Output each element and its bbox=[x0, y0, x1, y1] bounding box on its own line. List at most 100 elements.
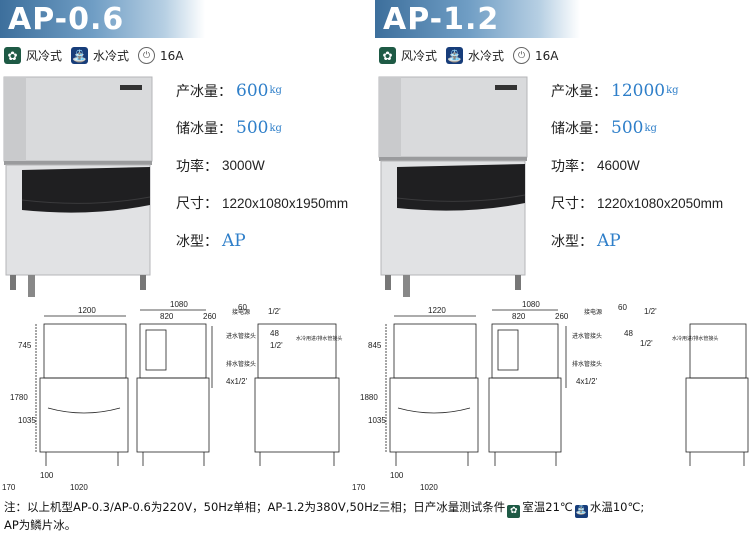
label-inlet: 进水管接头 bbox=[572, 332, 602, 340]
dim-side-b: 260 bbox=[555, 312, 569, 321]
dim-60: 60 bbox=[238, 303, 247, 312]
spec-row: 冰型：AP bbox=[551, 230, 621, 251]
dim-half-2: 1/2' bbox=[270, 341, 283, 350]
spec-label: 产冰量 bbox=[551, 83, 593, 100]
spec-unit: kg bbox=[269, 85, 282, 97]
air-cooled-label: 风冷式 bbox=[401, 49, 438, 63]
spec-value: 500 bbox=[236, 118, 269, 139]
dim-height-top: 845 bbox=[368, 341, 382, 350]
label-cooling: 水冷用进/排水管接头 bbox=[672, 335, 718, 342]
dim-half-1: 1/2' bbox=[644, 307, 657, 316]
dim-height-top: 745 bbox=[18, 341, 32, 350]
dim-foot-left: 170 bbox=[2, 483, 16, 492]
spec-label: 冰型 bbox=[551, 233, 579, 250]
spec-unit: kg bbox=[644, 122, 657, 134]
dim-48: 48 bbox=[624, 329, 633, 338]
fan-icon: ✿ bbox=[4, 47, 21, 64]
dim-half-2: 1/2' bbox=[640, 339, 653, 348]
dim-side-depth: 1080 bbox=[170, 300, 188, 309]
ice-machine-photo bbox=[378, 76, 528, 297]
air-cooled-label: 风冷式 bbox=[26, 49, 63, 63]
dim-lower-height: 1035 bbox=[368, 416, 386, 425]
water-cooled-label: 水冷式 bbox=[93, 49, 130, 63]
spec-value: 4600W bbox=[597, 158, 640, 174]
model-banner: AP-0.6 bbox=[0, 0, 205, 38]
spec-row: 功率：4600W bbox=[551, 147, 746, 185]
footnote-room-temp: 室温21℃ bbox=[522, 500, 573, 514]
dim-4x: 4x1/2' bbox=[226, 377, 248, 386]
spec-value: 500 bbox=[611, 118, 644, 139]
dim-side-depth: 1080 bbox=[522, 300, 540, 309]
water-cooled-label: 水冷式 bbox=[468, 49, 505, 63]
dim-60: 60 bbox=[618, 303, 627, 312]
label-cooling: 水冷用进/排水管接头 bbox=[296, 335, 342, 342]
spec-label: 储冰量 bbox=[176, 121, 218, 138]
dim-side-a: 820 bbox=[160, 312, 174, 321]
label-drain: 排水管接头 bbox=[226, 360, 256, 368]
spec-row: 功率：3000W bbox=[176, 147, 371, 185]
spec-value: 1220x1080x1950mm bbox=[222, 195, 349, 211]
water-temp-icon: ⛲ bbox=[574, 505, 588, 518]
dim-48: 48 bbox=[270, 329, 279, 338]
spec-label: 尺寸 bbox=[176, 196, 204, 213]
dim-foot-left: 170 bbox=[352, 483, 366, 492]
footnote-water-temp: 水温10℃; bbox=[589, 500, 645, 514]
dim-total-height: 1780 bbox=[10, 393, 28, 402]
spec-value: 600 bbox=[236, 80, 269, 101]
dim-side-b: 260 bbox=[203, 312, 217, 321]
model-title: AP-1.2 bbox=[383, 2, 500, 37]
plug-icon: ⏻ bbox=[138, 47, 156, 64]
dimension-drawings: 1200 745 1780 1035 170 100 1020 1080 820… bbox=[2, 300, 749, 492]
dim-foot-width: 1020 bbox=[70, 483, 88, 492]
dim-total-height: 1880 bbox=[360, 393, 378, 402]
dim-foot-gap: 100 bbox=[40, 471, 54, 480]
spec-label: 尺寸 bbox=[551, 196, 579, 213]
spec-unit: kg bbox=[269, 122, 282, 134]
spec-label: 产冰量 bbox=[176, 83, 218, 100]
spec-label: 冰型 bbox=[176, 233, 204, 250]
spec-row: 尺寸：1220x1080x2050mm bbox=[551, 185, 746, 223]
dim-front-width: 1220 bbox=[428, 306, 446, 315]
dim-4x: 4x1/2' bbox=[576, 377, 598, 386]
spec-value: 12000 bbox=[611, 80, 666, 101]
label-inlet: 进水管接头 bbox=[226, 332, 256, 340]
spec-value: 3000W bbox=[222, 158, 265, 174]
label-power: 接电源 bbox=[584, 308, 602, 316]
dim-front-width: 1200 bbox=[78, 306, 96, 315]
spec-value: AP bbox=[222, 230, 246, 251]
spec-value: AP bbox=[597, 230, 621, 251]
label-drain: 排水管接头 bbox=[572, 360, 602, 368]
dim-foot-width: 1020 bbox=[420, 483, 438, 492]
plug-icon: ⏻ bbox=[513, 47, 531, 64]
spec-label: 功率 bbox=[176, 158, 204, 175]
feature-row: ✿ 风冷式 ⛲ 水冷式 ⏻ 16A bbox=[379, 47, 563, 64]
spec-row: 冰型：AP bbox=[176, 230, 246, 251]
spec-unit: kg bbox=[666, 85, 679, 97]
spec-value: 1220x1080x2050mm bbox=[597, 195, 724, 211]
spec-label: 功率 bbox=[551, 158, 579, 175]
spec-label: 储冰量 bbox=[551, 121, 593, 138]
ice-machine-photo bbox=[3, 76, 153, 297]
model-banner: AP-1.2 bbox=[375, 0, 580, 38]
current-label: 16A bbox=[160, 48, 184, 63]
dim-side-a: 820 bbox=[512, 312, 526, 321]
dim-half-1: 1/2' bbox=[268, 307, 281, 316]
footnote-text: 注：以上机型AP-0.3/AP-0.6为220V，50Hz单相；AP-1.2为3… bbox=[4, 500, 506, 514]
fan-icon: ✿ bbox=[379, 47, 396, 64]
dim-foot-gap: 100 bbox=[390, 471, 404, 480]
model-title: AP-0.6 bbox=[8, 2, 125, 37]
faucet-icon: ⛲ bbox=[71, 47, 89, 64]
feature-row: ✿ 风冷式 ⛲ 水冷式 ⏻ 16A bbox=[4, 47, 188, 64]
dim-lower-height: 1035 bbox=[18, 416, 36, 425]
spec-row: 尺寸：1220x1080x1950mm bbox=[176, 185, 371, 223]
footnote-line2: AP为鳞片冰。 bbox=[4, 518, 77, 532]
room-temp-icon: ✿ bbox=[507, 505, 521, 518]
label-power: 接电源 bbox=[232, 308, 250, 316]
